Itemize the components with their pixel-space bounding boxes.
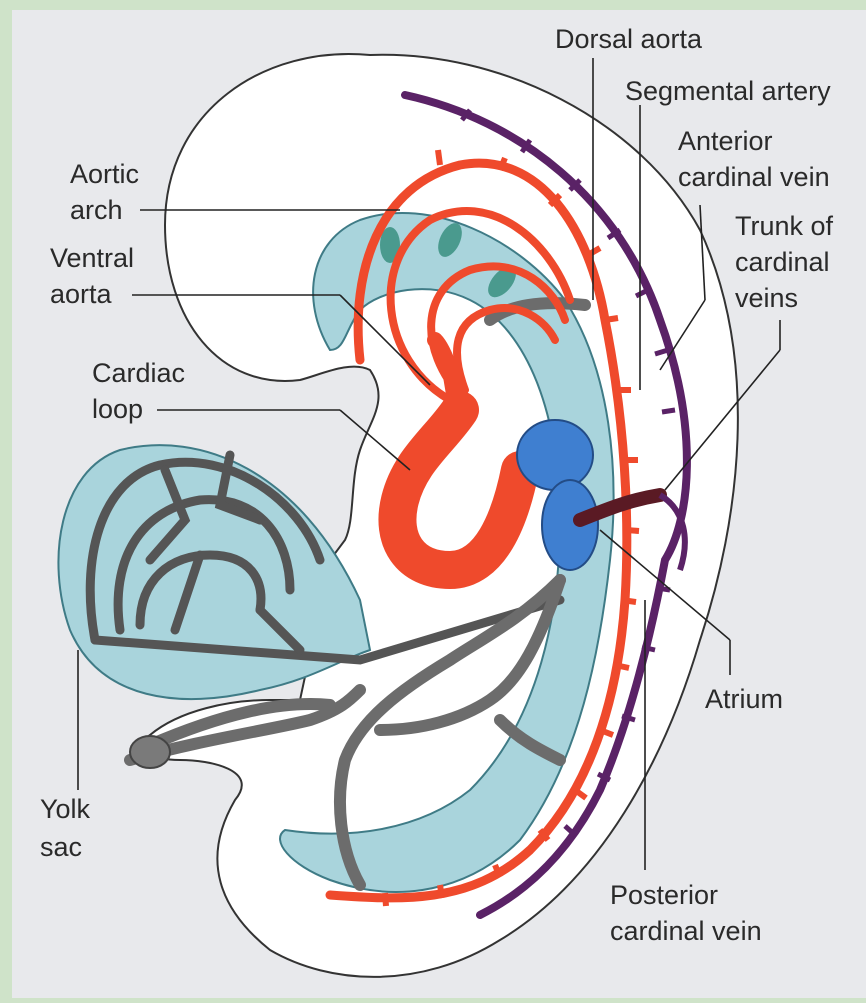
label-segmental-artery: Segmental artery: [625, 76, 831, 106]
label-anterior-cardinal-vein-2: cardinal vein: [678, 162, 830, 192]
label-ventral-aorta-2: aorta: [50, 279, 113, 309]
label-cardiac-loop-1: Cardiac: [92, 358, 185, 388]
label-trunk-of-cardinal-veins-3: veins: [735, 283, 798, 313]
label-dorsal-aorta: Dorsal aorta: [555, 24, 703, 54]
label-atrium: Atrium: [705, 684, 783, 714]
label-posterior-cardinal-vein-1: Posterior: [610, 880, 718, 910]
label-yolk-sac-2: sac: [40, 832, 82, 862]
label-aortic-arch-1: Aortic: [70, 159, 139, 189]
label-posterior-cardinal-vein-2: cardinal vein: [610, 916, 762, 946]
label-anterior-cardinal-vein-1: Anterior: [678, 126, 773, 156]
label-trunk-of-cardinal-veins-1: Trunk of: [735, 211, 834, 241]
label-ventral-aorta-1: Ventral: [50, 243, 134, 273]
label-aortic-arch-2: arch: [70, 195, 123, 225]
label-yolk-sac-1: Yolk: [40, 794, 91, 824]
label-cardiac-loop-2: loop: [92, 394, 143, 424]
label-trunk-of-cardinal-veins-2: cardinal: [735, 247, 830, 277]
umbilical-vessels: [130, 736, 170, 768]
